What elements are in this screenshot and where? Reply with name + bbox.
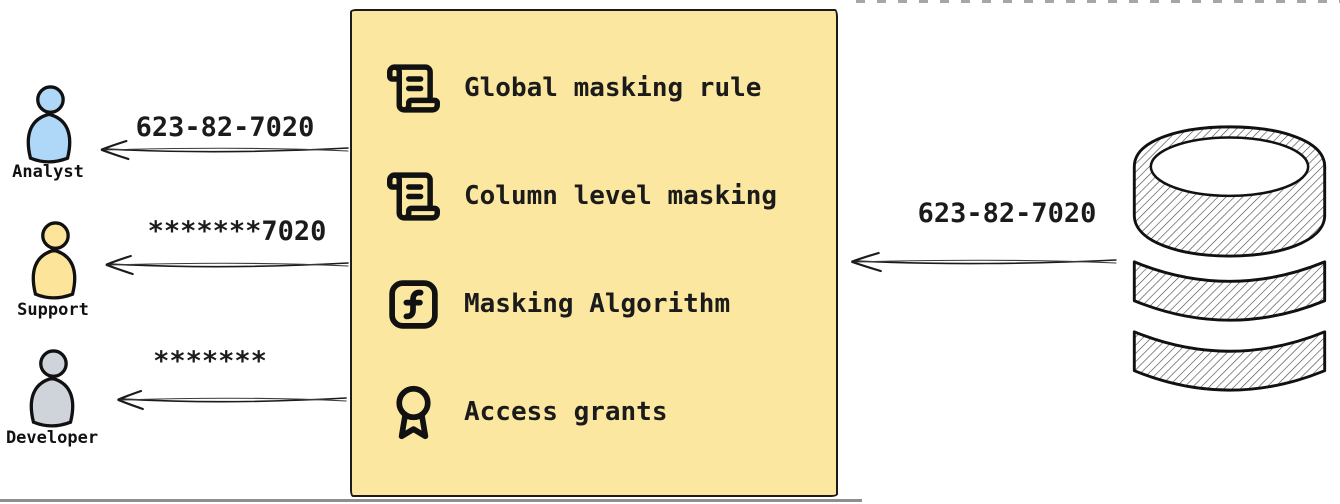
persona-analyst (17, 84, 81, 164)
masking-box-item-label: Global masking rule (464, 73, 762, 103)
persona-support (22, 220, 86, 300)
function-square-icon (389, 279, 438, 329)
arrow-to-support (105, 254, 349, 276)
persona-developer-label: Developer (5, 428, 99, 448)
masked-value-analyst: 623-82-7020 (135, 112, 315, 143)
arrow-to-analyst (100, 139, 349, 161)
masking-box-row-access-grants: Access grants (385, 382, 836, 442)
masked-value-support: *******7020 (147, 216, 327, 247)
persona-support-label: Support (17, 300, 89, 320)
award-icon (396, 385, 431, 439)
masking-box-item-label: Access grants (464, 397, 668, 427)
persona-developer (20, 348, 84, 428)
frame-edge-dashed-line (856, 0, 1340, 3)
masked-value-developer: ******* (153, 346, 267, 377)
masking-rules-box: Global masking rule Column level masking (350, 9, 838, 497)
person-icon (26, 85, 72, 164)
persona-analyst-label: Analyst (12, 162, 84, 182)
masking-box-row-global-rule: Global masking rule (385, 58, 836, 118)
scroll-text-icon (387, 171, 440, 221)
source-value: 623-82-7020 (917, 198, 1097, 229)
masking-box-item-label: Masking Algorithm (464, 289, 731, 319)
masking-box-item-label: Column level masking (464, 181, 778, 211)
person-icon (31, 221, 77, 300)
scroll-text-icon (387, 63, 440, 113)
person-icon (29, 349, 75, 428)
arrow-database-to-box (851, 251, 1117, 273)
frame-edge-bottom-line (0, 499, 862, 502)
masking-box-row-column-masking: Column level masking (385, 166, 836, 226)
arrow-to-developer (117, 389, 347, 411)
database-icon (1132, 125, 1327, 392)
masking-box-row-algorithm: Masking Algorithm (385, 274, 836, 334)
